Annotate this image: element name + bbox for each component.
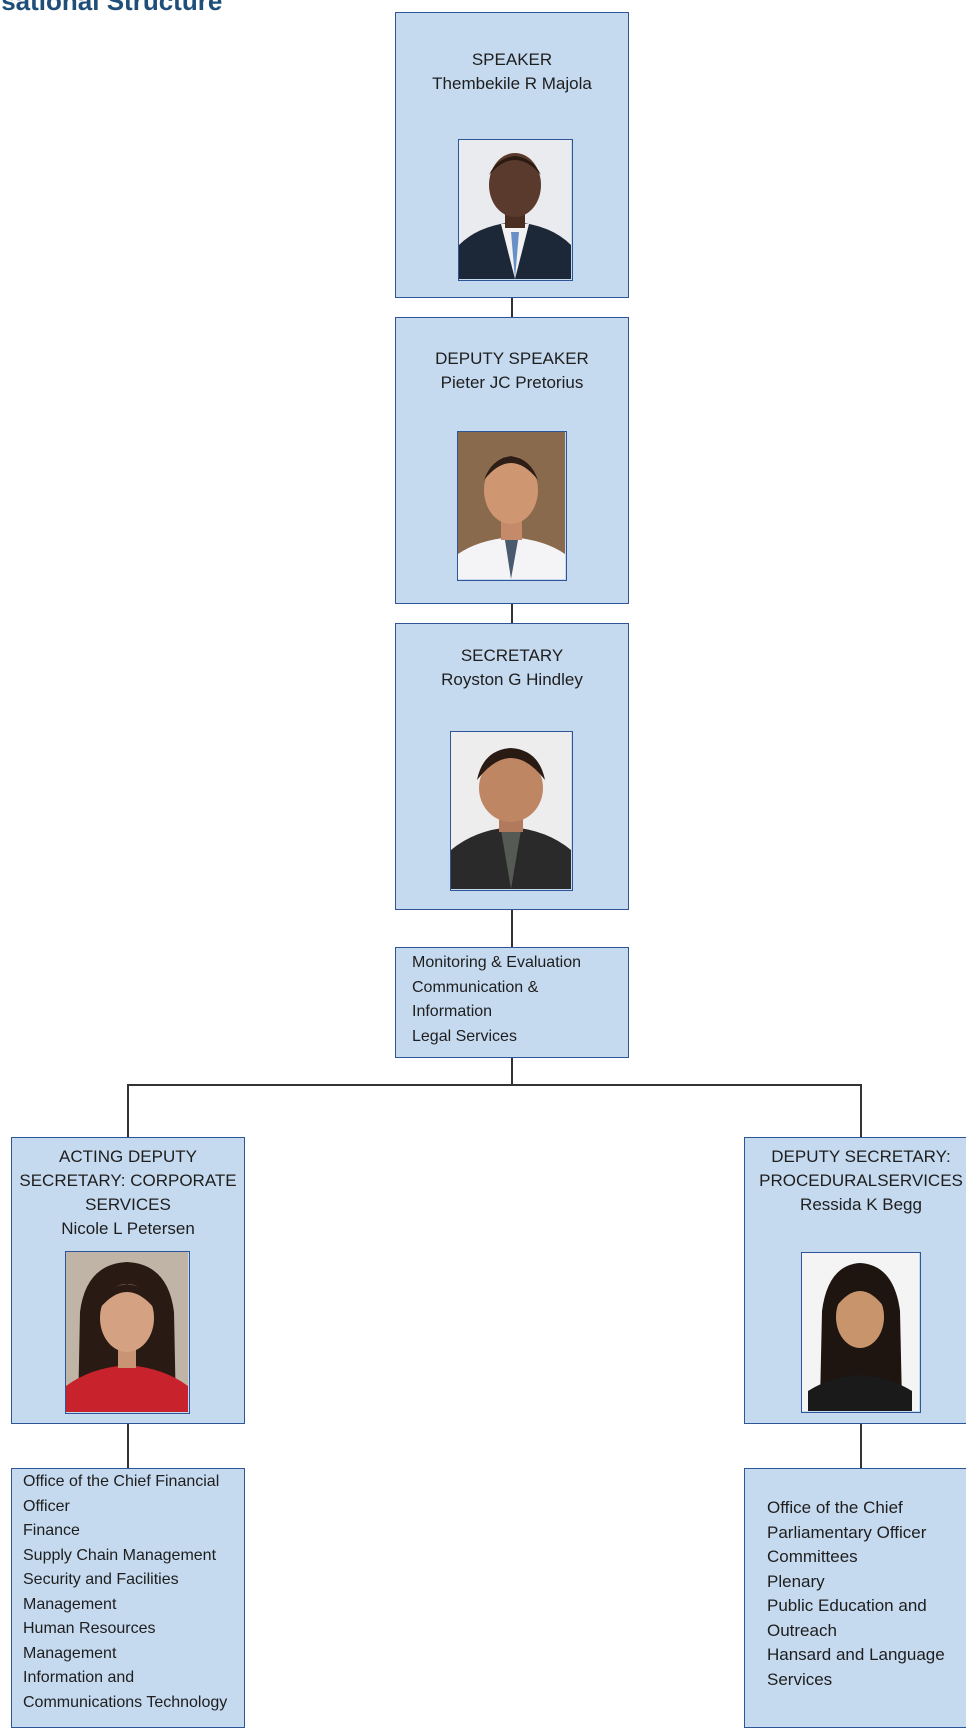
corporate-unit-item: Management <box>23 1595 117 1613</box>
deputy-speaker-role: DEPUTY SPEAKER <box>435 349 589 368</box>
connector-branch-horizontal <box>127 1084 861 1086</box>
connector-speaker-deputy <box>511 297 513 318</box>
corporate-unit-item: Finance <box>23 1522 80 1539</box>
secretary-unit-item: Monitoring & Evaluation <box>412 954 581 971</box>
procedural-name: Ressida K Begg <box>800 1195 922 1214</box>
procedural-unit-item: Plenary <box>767 1571 825 1591</box>
corporate-unit-item: Supply Chain Management <box>23 1546 217 1564</box>
procedural-photo <box>801 1252 921 1413</box>
corporate-unit-item: Office of the Chief Financial <box>23 1473 220 1490</box>
connector-procedural-units <box>860 1424 862 1469</box>
corporate-role-line: SECRETARY: CORPORATE <box>19 1171 237 1190</box>
corporate-units-box: Office of the Chief Financial Officer Fi… <box>11 1468 245 1728</box>
secretary-role: SECRETARY <box>460 646 564 665</box>
procedural-unit-item: Services <box>767 1669 833 1689</box>
speaker-photo <box>458 139 573 281</box>
corporate-unit-item: Security and Facilities <box>23 1571 179 1588</box>
procedural-unit-item: Office of the Chief <box>767 1498 903 1517</box>
secretary-unit-item: Communication & <box>412 978 539 996</box>
deputy-speaker-photo <box>457 431 567 581</box>
corporate-unit-item: Management <box>23 1644 117 1662</box>
corporate-photo <box>65 1251 190 1414</box>
connector-branch-left <box>127 1084 129 1138</box>
procedural-unit-item: Public Education and <box>767 1596 927 1615</box>
connector-secretary-units <box>511 909 513 948</box>
deputy-speaker-name: Pieter JC Pretorius <box>440 373 584 392</box>
procedural-role-line: DEPUTY SECRETARY: <box>771 1147 951 1166</box>
corporate-unit-item: Human Resources <box>23 1620 156 1637</box>
connector-corporate-units <box>127 1424 129 1469</box>
corporate-unit-item: Information and <box>23 1669 135 1686</box>
corporate-role-line: SERVICES <box>85 1195 171 1214</box>
secretary-units-box: Monitoring & Evaluation Communication & … <box>395 947 629 1058</box>
corporate-role-line: ACTING DEPUTY <box>59 1147 197 1166</box>
speaker-role: SPEAKER <box>471 50 553 69</box>
secretary-photo <box>450 731 573 891</box>
procedural-unit-item: Parliamentary Officer <box>767 1522 927 1542</box>
secretary-name: Royston G Hindley <box>441 670 583 689</box>
secretary-unit-item: Legal Services <box>412 1027 517 1045</box>
procedural-role-line: PROCEDURALSERVICES <box>759 1171 963 1190</box>
page-title: isational Structure <box>0 0 223 16</box>
corporate-unit-item: Officer <box>23 1497 70 1515</box>
procedural-unit-item: Committees <box>767 1547 858 1566</box>
connector-units-branch <box>511 1058 513 1085</box>
corporate-name: Nicole L Petersen <box>61 1219 195 1238</box>
procedural-unit-item: Hansard and Language <box>767 1645 945 1664</box>
connector-branch-right <box>860 1084 862 1138</box>
procedural-units-box: Office of the Chief Parliamentary Office… <box>744 1468 966 1728</box>
connector-deputy-secretary <box>511 603 513 624</box>
speaker-name: Thembekile R Majola <box>432 74 592 93</box>
procedural-unit-item: Outreach <box>767 1620 837 1640</box>
corporate-unit-item: Communications Technology <box>23 1693 228 1711</box>
secretary-unit-item: Information <box>412 1003 493 1020</box>
